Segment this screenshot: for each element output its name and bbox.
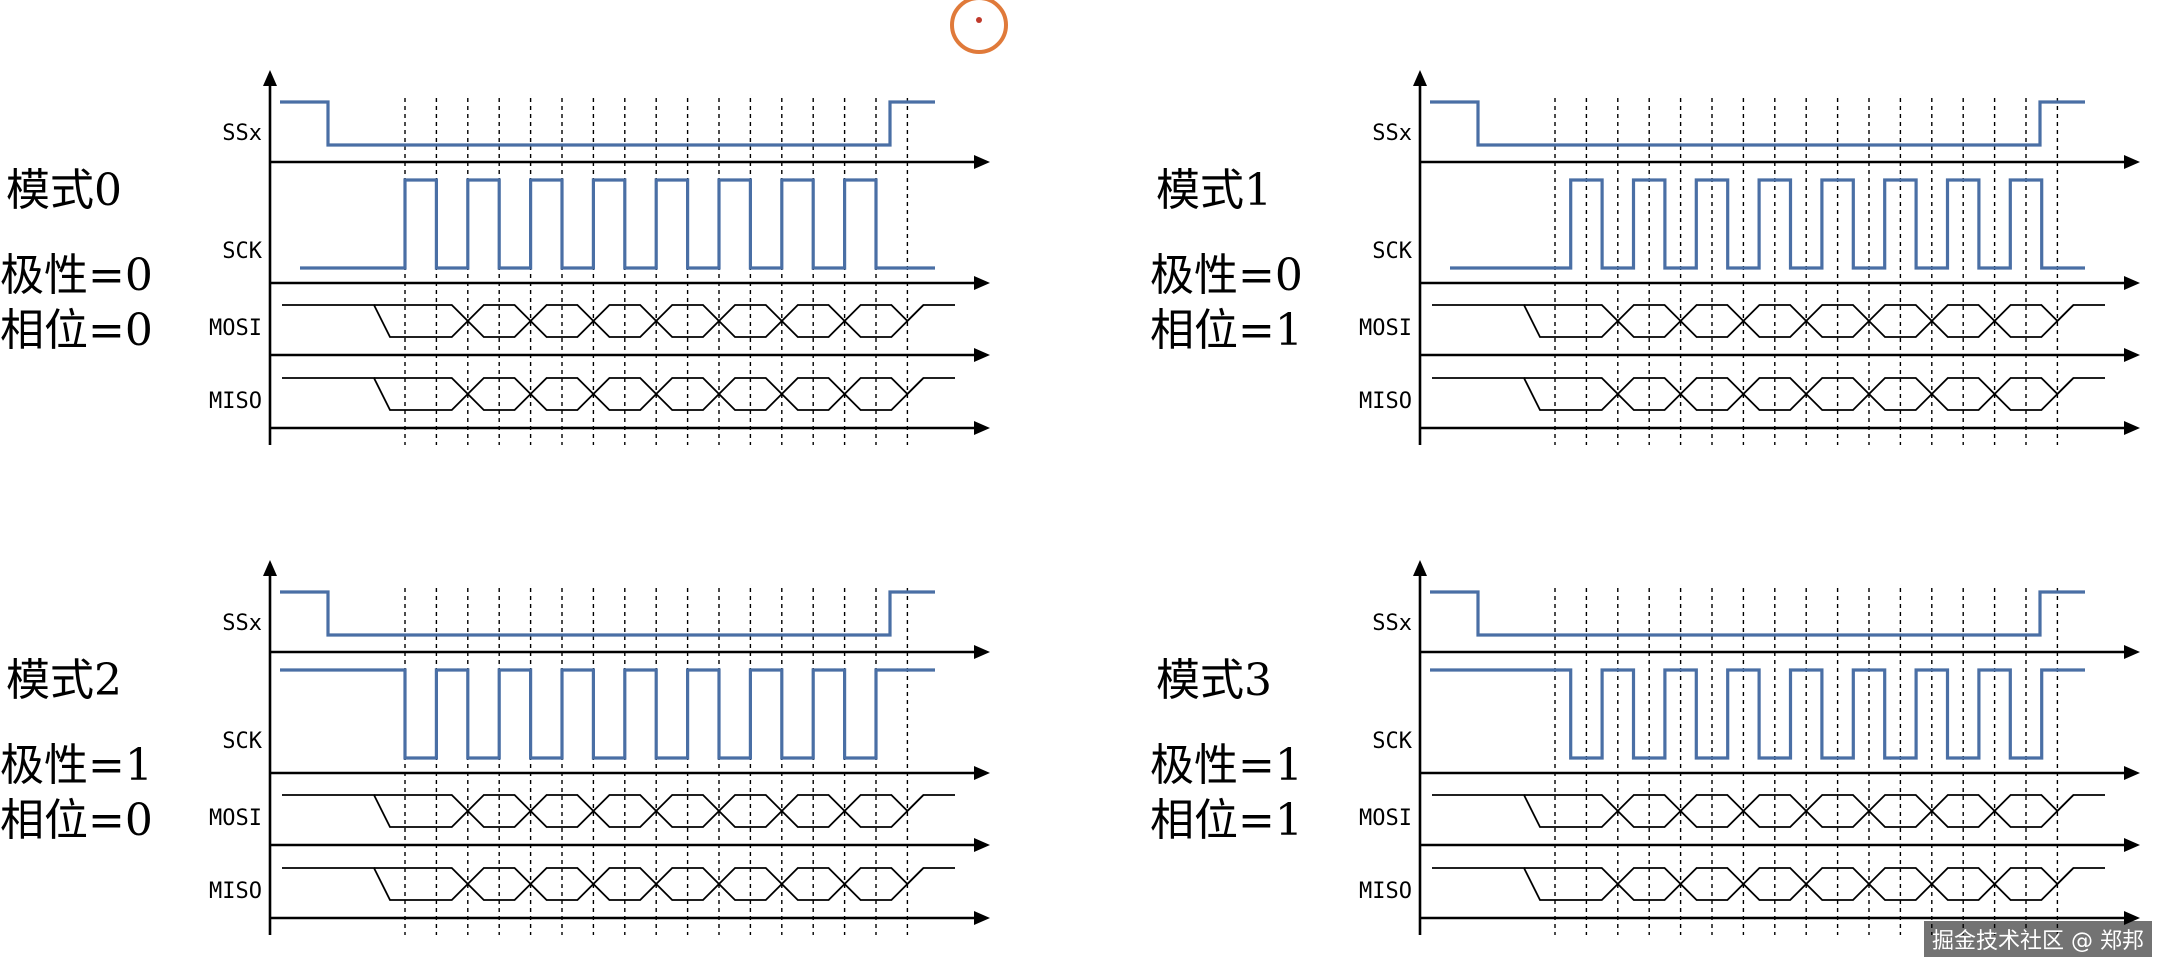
mosi-waveform-a — [1432, 794, 2105, 828]
x-axis-arrow-icon — [2124, 276, 2140, 290]
ssx-waveform — [280, 100, 935, 147]
mosi-waveform-b — [1524, 794, 2075, 813]
signal-label-sck: SCK — [1372, 729, 1412, 754]
signal-label-mosi: MOSI — [209, 316, 262, 341]
sck-waveform — [1430, 668, 2085, 760]
signal-label-ssx: SSx — [222, 121, 262, 146]
x-axis-arrow-icon — [974, 348, 990, 362]
ssx-waveform — [1430, 100, 2085, 147]
ssx-waveform — [1430, 590, 2085, 637]
signal-label-mosi: MOSI — [209, 806, 262, 831]
miso-waveform-b — [374, 377, 925, 396]
mode-title: 模式0 — [6, 165, 122, 216]
x-axis-arrow-icon — [974, 766, 990, 780]
record-cursor-icon — [950, 0, 1008, 54]
signal-label-mosi: MOSI — [1359, 806, 1412, 831]
miso-waveform-b — [374, 867, 925, 886]
mosi-waveform-b — [1524, 304, 2075, 323]
x-axis-arrow-icon — [2124, 645, 2140, 659]
x-axis-arrow-icon — [2124, 421, 2140, 435]
polarity-label: 极性=0 — [0, 250, 153, 301]
ssx-waveform — [280, 590, 935, 637]
signal-label-miso: MISO — [1359, 389, 1412, 414]
mode-title: 模式3 — [1156, 655, 1272, 706]
phase-label: 相位=0 — [0, 795, 153, 846]
polarity-label: 极性=1 — [1150, 740, 1303, 791]
x-axis-arrow-icon — [974, 838, 990, 852]
miso-waveform-b — [1524, 867, 2075, 886]
x-axis-arrow-icon — [2124, 838, 2140, 852]
miso-waveform-a — [282, 377, 955, 411]
x-axis-arrow-icon — [974, 421, 990, 435]
x-axis-arrow-icon — [974, 155, 990, 169]
mosi-waveform-b — [374, 794, 925, 813]
phase-label: 相位=0 — [0, 305, 153, 356]
phase-label: 相位=1 — [1150, 795, 1303, 846]
x-axis-arrow-icon — [2124, 766, 2140, 780]
y-axis-arrow-icon — [1413, 560, 1427, 576]
signal-label-sck: SCK — [1372, 239, 1412, 264]
signal-label-miso: MISO — [209, 879, 262, 904]
polarity-label: 极性=0 — [1150, 250, 1303, 301]
signal-label-sck: SCK — [222, 729, 262, 754]
x-axis-arrow-icon — [974, 911, 990, 925]
signal-label-miso: MISO — [1359, 879, 1412, 904]
mosi-waveform-a — [1432, 304, 2105, 338]
signal-label-ssx: SSx — [1372, 121, 1412, 146]
x-axis-arrow-icon — [2124, 155, 2140, 169]
mosi-waveform-a — [282, 304, 955, 338]
signal-label-mosi: MOSI — [1359, 316, 1412, 341]
y-axis-arrow-icon — [263, 560, 277, 576]
x-axis-arrow-icon — [2124, 348, 2140, 362]
sck-waveform — [280, 668, 935, 760]
mode-title: 模式1 — [1156, 165, 1272, 216]
polarity-label: 极性=1 — [0, 740, 153, 791]
sck-waveform — [300, 178, 935, 270]
x-axis-arrow-icon — [974, 645, 990, 659]
y-axis-arrow-icon — [263, 70, 277, 86]
sck-waveform — [1450, 178, 2085, 270]
miso-waveform-a — [1432, 867, 2105, 901]
cursor-dot-icon — [976, 17, 982, 23]
y-axis-arrow-icon — [1413, 70, 1427, 86]
watermark: 掘金技术社区 @ 郑邦 — [1924, 921, 2152, 957]
mosi-waveform-a — [282, 794, 955, 828]
signal-label-ssx: SSx — [1372, 611, 1412, 636]
x-axis-arrow-icon — [974, 276, 990, 290]
signal-label-miso: MISO — [209, 389, 262, 414]
signal-label-ssx: SSx — [222, 611, 262, 636]
miso-waveform-a — [282, 867, 955, 901]
mode-title: 模式2 — [6, 655, 122, 706]
miso-waveform-b — [1524, 377, 2075, 396]
phase-label: 相位=1 — [1150, 305, 1303, 356]
miso-waveform-a — [1432, 377, 2105, 411]
mosi-waveform-b — [374, 304, 925, 323]
signal-label-sck: SCK — [222, 239, 262, 264]
